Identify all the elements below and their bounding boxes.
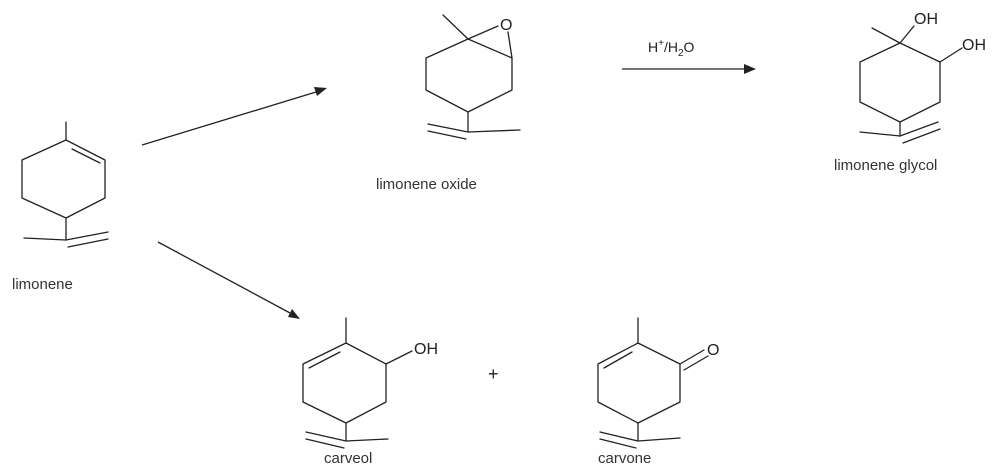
- limonene-isopropenyl-double-1: [65, 231, 109, 241]
- condition-h: H: [648, 39, 658, 55]
- plus-sign: +: [488, 364, 499, 384]
- arrow-to-limonene-oxide-head: [314, 87, 327, 96]
- limonene-oxide-epoxide-bond-1: [467, 25, 499, 40]
- condition-subscript-2: 2: [678, 48, 684, 59]
- limonene-glycol-structure: [859, 25, 963, 144]
- carvone-structure: [597, 317, 709, 449]
- limonene-glycol-oh-right-bond: [939, 47, 963, 63]
- limonene-oxide-structure: [425, 14, 521, 140]
- limonene-oxide-isopropenyl-double-2: [427, 130, 467, 140]
- carveol-isopropenyl-double-2: [305, 438, 345, 449]
- limonene-structure: [21, 121, 109, 248]
- limonene-glycol-hydroxyl-top: OH: [914, 11, 938, 28]
- limonene-oxide-isopropenyl-methyl: [467, 129, 521, 133]
- limonene-glycol-hydroxyl-right: OH: [962, 37, 986, 54]
- arrow-to-limonene-glycol: [622, 64, 756, 74]
- limonene-glycol-methyl: [871, 27, 901, 44]
- limonene-oxide-isopropenyl-double-1: [427, 123, 469, 133]
- limonene-isopropenyl-double-2: [67, 238, 109, 248]
- carvone-carbonyl-bond-1: [679, 349, 705, 365]
- limonene-oxide-ring: [425, 38, 513, 113]
- carvone-isopropenyl-methyl: [637, 437, 681, 442]
- limonene-glycol-isopropenyl-double-2: [902, 128, 941, 144]
- limonene-oxide-methyl: [442, 14, 469, 40]
- limonene-glycol-isopropenyl-methyl: [859, 131, 901, 137]
- carveol-ring-double-bond: [308, 351, 341, 369]
- carveol-hydroxyl: OH: [414, 341, 438, 358]
- limonene-oxide-epoxide-bond-2: [507, 31, 513, 59]
- limonene-glycol-oh-top-bond: [899, 25, 915, 44]
- arrow-to-limonene-oxide: [141, 87, 327, 146]
- carvone-carbonyl-bond-2: [683, 355, 709, 371]
- carvone-isopropenyl-double-1: [599, 431, 639, 442]
- condition-h2: H: [668, 39, 678, 55]
- carveol-oh-bond: [385, 350, 413, 365]
- carveol-isopropenyl-double-1: [305, 431, 347, 442]
- limonene-label: limonene: [12, 276, 73, 293]
- limonene-oxide-oxygen: O: [500, 17, 512, 34]
- limonene-ring: [21, 139, 106, 219]
- carveol-structure: [302, 317, 413, 449]
- carvone-isopropenyl-double-2: [599, 438, 637, 449]
- reaction-conditions: H+/H2O: [648, 38, 695, 59]
- carveol-ring: [302, 342, 387, 424]
- arrow-to-carveol-shaft: [157, 241, 291, 314]
- limonene-ring-double-bond: [71, 148, 101, 164]
- arrow-to-limonene-glycol-head: [744, 64, 756, 74]
- carveol-label: carveol: [324, 450, 372, 464]
- arrow-to-carveol: [157, 241, 300, 319]
- carvone-ring: [597, 342, 681, 424]
- limonene-glycol-ring: [859, 42, 941, 123]
- limonene-glycol-label: limonene glycol: [834, 157, 937, 174]
- arrow-to-limonene-oxide-shaft: [141, 91, 317, 146]
- arrow-to-carveol-head: [288, 309, 300, 319]
- condition-slash: /: [664, 39, 668, 55]
- limonene-oxide-label: limonene oxide: [376, 176, 477, 193]
- carveol-isopropenyl-methyl: [345, 438, 389, 442]
- carvone-ring-double-bond: [603, 351, 633, 369]
- carvone-label: carvone: [598, 450, 651, 464]
- carvone-carbonyl-oxygen: O: [707, 342, 719, 359]
- limonene-glycol-isopropenyl-double-1: [899, 121, 939, 137]
- condition-o: O: [684, 39, 695, 55]
- condition-plus: +: [658, 38, 664, 49]
- limonene-isopropenyl-methyl: [23, 237, 67, 241]
